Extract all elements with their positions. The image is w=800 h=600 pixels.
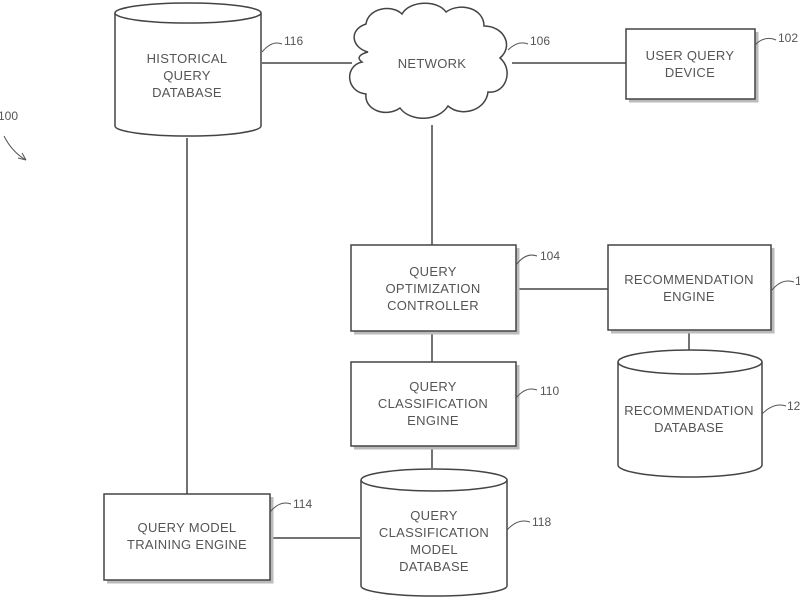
model-db-line-4: DATABASE	[399, 559, 469, 574]
ref-104: 104	[540, 249, 560, 263]
ref-120: 120	[787, 399, 800, 413]
historical-db-line-1: HISTORICAL	[147, 51, 228, 66]
historical-query-database: HISTORICAL QUERY DATABASE	[114, 2, 262, 137]
ref-106: 106	[530, 34, 550, 48]
recommendation-engine-line-1: RECOMMENDATION	[624, 272, 754, 287]
user-device-line-1: USER QUERY	[646, 48, 735, 63]
training-line-2: TRAINING ENGINE	[127, 537, 247, 552]
query-classification-model-database: QUERY CLASSIFICATION MODEL DATABASE	[360, 468, 508, 597]
recommendation-engine-line-2: ENGINE	[663, 289, 715, 304]
network-cloud: NETWORK	[348, 2, 508, 119]
recommendation-engine: RECOMMENDATION ENGINE	[607, 244, 775, 334]
recommendation-database: RECOMMENDATION DATABASE	[617, 349, 763, 478]
historical-db-line-3: DATABASE	[152, 85, 222, 100]
ref-114: 114	[293, 497, 312, 511]
optimization-line-3: CONTROLLER	[387, 298, 479, 313]
classification-line-1: QUERY	[409, 379, 457, 394]
model-db-line-2: CLASSIFICATION	[379, 525, 489, 540]
recommendation-db-line-1: RECOMMENDATION	[624, 403, 754, 418]
figure-ref-arrow	[3, 135, 27, 161]
user-device-line-2: DEVICE	[665, 65, 715, 80]
ref-108: 108	[795, 274, 800, 288]
network-label: NETWORK	[398, 56, 467, 71]
ref-110: 110	[540, 384, 559, 398]
classification-line-3: ENGINE	[407, 413, 459, 428]
classification-line-2: CLASSIFICATION	[378, 396, 488, 411]
recommendation-db-line-2: DATABASE	[654, 420, 724, 435]
user-query-device: USER QUERY DEVICE	[625, 28, 759, 103]
query-model-training-engine: QUERY MODEL TRAINING ENGINE	[103, 493, 274, 584]
ref-100: 100	[0, 109, 18, 123]
optimization-line-2: OPTIMIZATION	[385, 281, 480, 296]
ref-102: 102	[778, 31, 798, 45]
optimization-line-1: QUERY	[409, 264, 457, 279]
model-db-line-1: QUERY	[410, 508, 458, 523]
model-db-line-3: MODEL	[410, 542, 458, 557]
historical-db-line-2: QUERY	[163, 68, 211, 83]
query-classification-engine: QUERY CLASSIFICATION ENGINE	[350, 361, 520, 450]
training-line-1: QUERY MODEL	[138, 520, 237, 535]
ref-118: 118	[532, 515, 551, 529]
query-optimization-controller: QUERY OPTIMIZATION CONTROLLER	[350, 244, 520, 335]
ref-116: 116	[284, 34, 303, 48]
